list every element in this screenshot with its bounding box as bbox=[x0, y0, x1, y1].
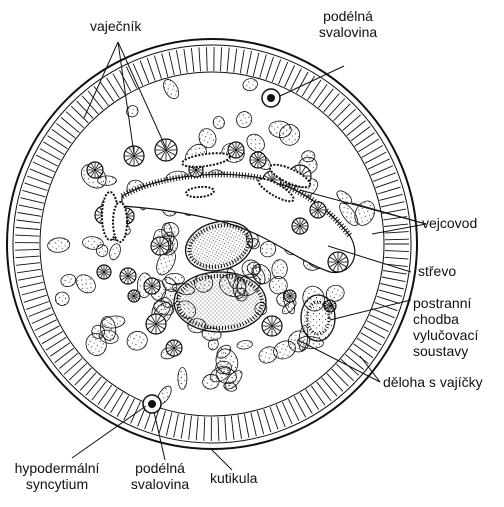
egg-section bbox=[228, 142, 244, 158]
label-text: vylučovací bbox=[413, 327, 478, 343]
label-longitudinal-muscle-bottom: podélná svalovina bbox=[118, 460, 202, 492]
label-text: svalovina bbox=[118, 476, 202, 492]
label-text: chodba bbox=[413, 311, 478, 327]
label-uterus: děloha s vajíčky bbox=[383, 374, 483, 390]
label-text: hypodermální bbox=[2, 460, 112, 476]
label-text: podélná bbox=[308, 8, 388, 24]
egg-section bbox=[97, 265, 111, 279]
label-text: podélná bbox=[118, 460, 202, 476]
egg-section bbox=[250, 152, 266, 168]
egg-section bbox=[292, 218, 308, 234]
label-text: svalovina bbox=[308, 24, 388, 40]
egg-section bbox=[146, 314, 166, 334]
label-intestine: střevo bbox=[418, 263, 456, 279]
label-cuticle: kutikula bbox=[210, 470, 257, 486]
label-oviduct: vejcovod bbox=[422, 215, 477, 231]
pseudocoel-cell bbox=[178, 368, 187, 390]
label-lateral-canal: postranní chodba vylučovací soustavy bbox=[413, 295, 478, 359]
egg-section bbox=[310, 202, 326, 218]
egg-section bbox=[144, 278, 160, 294]
egg-section bbox=[166, 340, 182, 356]
egg-section bbox=[262, 316, 282, 336]
label-text: syncytium bbox=[2, 476, 112, 492]
longitudinal-muscle-top bbox=[262, 89, 280, 107]
label-longitudinal-muscle-top: podélná svalovina bbox=[308, 8, 388, 40]
label-text: soustavy bbox=[413, 343, 478, 359]
muscle-fibre bbox=[385, 239, 409, 240]
egg-section bbox=[284, 290, 296, 302]
egg-section bbox=[328, 252, 348, 272]
egg-section bbox=[120, 268, 136, 284]
egg-section bbox=[87, 162, 103, 178]
lateral-excretory-canal bbox=[301, 295, 335, 341]
egg-section bbox=[124, 146, 144, 166]
egg-section bbox=[155, 139, 177, 161]
egg-section bbox=[151, 237, 169, 255]
oviduct-section bbox=[113, 202, 127, 242]
longitudinal-muscle-bottom bbox=[143, 395, 161, 413]
label-text: postranní bbox=[413, 295, 478, 311]
label-ovary: vaječník bbox=[90, 18, 141, 34]
egg-section bbox=[128, 290, 140, 302]
uterus-lower bbox=[174, 272, 266, 332]
label-hypodermal-syncytium: hypodermální syncytium bbox=[2, 460, 112, 492]
